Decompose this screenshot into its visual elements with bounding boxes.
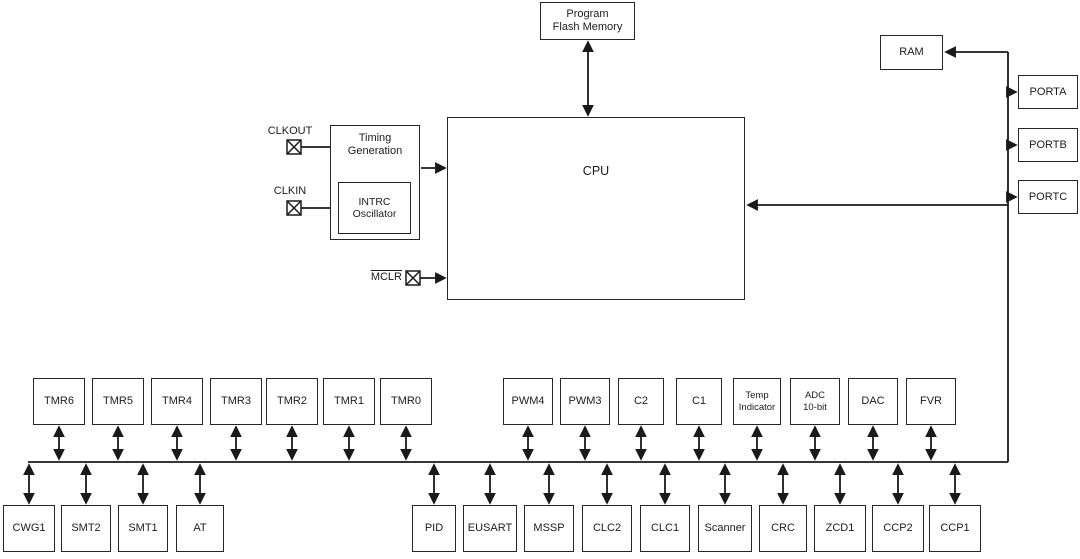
- block-c1: C1: [676, 378, 722, 425]
- block-smt1: SMT1: [118, 505, 168, 552]
- block-timing-generation: Timing Generation INTRC Oscillator: [330, 125, 420, 240]
- block-portc: PORTC: [1018, 180, 1078, 214]
- mclr-label: MCLR: [350, 270, 402, 285]
- block-smt2: SMT2: [61, 505, 111, 552]
- block-at: AT: [176, 505, 224, 552]
- timing-generation-label: Timing Generation: [347, 132, 403, 157]
- block-ram: RAM: [880, 35, 943, 70]
- block-cwg1: CWG1: [3, 505, 55, 552]
- block-dac: DAC: [848, 378, 898, 425]
- block-crc: CRC: [759, 505, 807, 552]
- block-tmr2: TMR2: [266, 378, 318, 425]
- block-temp-indicator: Temp Indicator: [733, 378, 781, 425]
- block-zcd1: ZCD1: [814, 505, 866, 552]
- block-mssp: MSSP: [524, 505, 574, 552]
- block-adc-10bit: ADC 10-bit: [790, 378, 840, 425]
- block-ccp1: CCP1: [929, 505, 981, 552]
- block-pwm3: PWM3: [560, 378, 610, 425]
- clkout-pin-icon: [286, 139, 302, 155]
- block-eusart: EUSART: [463, 505, 517, 552]
- block-tmr1: TMR1: [323, 378, 375, 425]
- block-scanner: Scanner: [698, 505, 752, 552]
- block-clc2: CLC2: [582, 505, 632, 552]
- mclr-label-text: MCLR: [370, 271, 402, 283]
- block-tmr3: TMR3: [210, 378, 262, 425]
- clkin-pin-icon: [286, 200, 302, 216]
- clkout-label: CLKOUT: [267, 125, 313, 137]
- block-tmr0: TMR0: [380, 378, 432, 425]
- block-tmr4: TMR4: [151, 378, 203, 425]
- block-c2: C2: [618, 378, 664, 425]
- block-tmr6: TMR6: [33, 378, 85, 425]
- mclr-pin-icon: [405, 270, 421, 286]
- block-ccp2: CCP2: [872, 505, 924, 552]
- block-pwm4: PWM4: [503, 378, 553, 425]
- block-intrc-oscillator: INTRC Oscillator: [338, 182, 411, 234]
- block-tmr5: TMR5: [92, 378, 144, 425]
- block-clc1: CLC1: [640, 505, 690, 552]
- block-porta: PORTA: [1018, 75, 1078, 109]
- block-cpu: CPU: [447, 117, 745, 300]
- block-fvr: FVR: [906, 378, 956, 425]
- block-pid: PID: [412, 505, 456, 552]
- block-portb: PORTB: [1018, 128, 1078, 162]
- block-program-flash-memory: Program Flash Memory: [540, 2, 635, 40]
- clkin-label: CLKIN: [273, 185, 307, 197]
